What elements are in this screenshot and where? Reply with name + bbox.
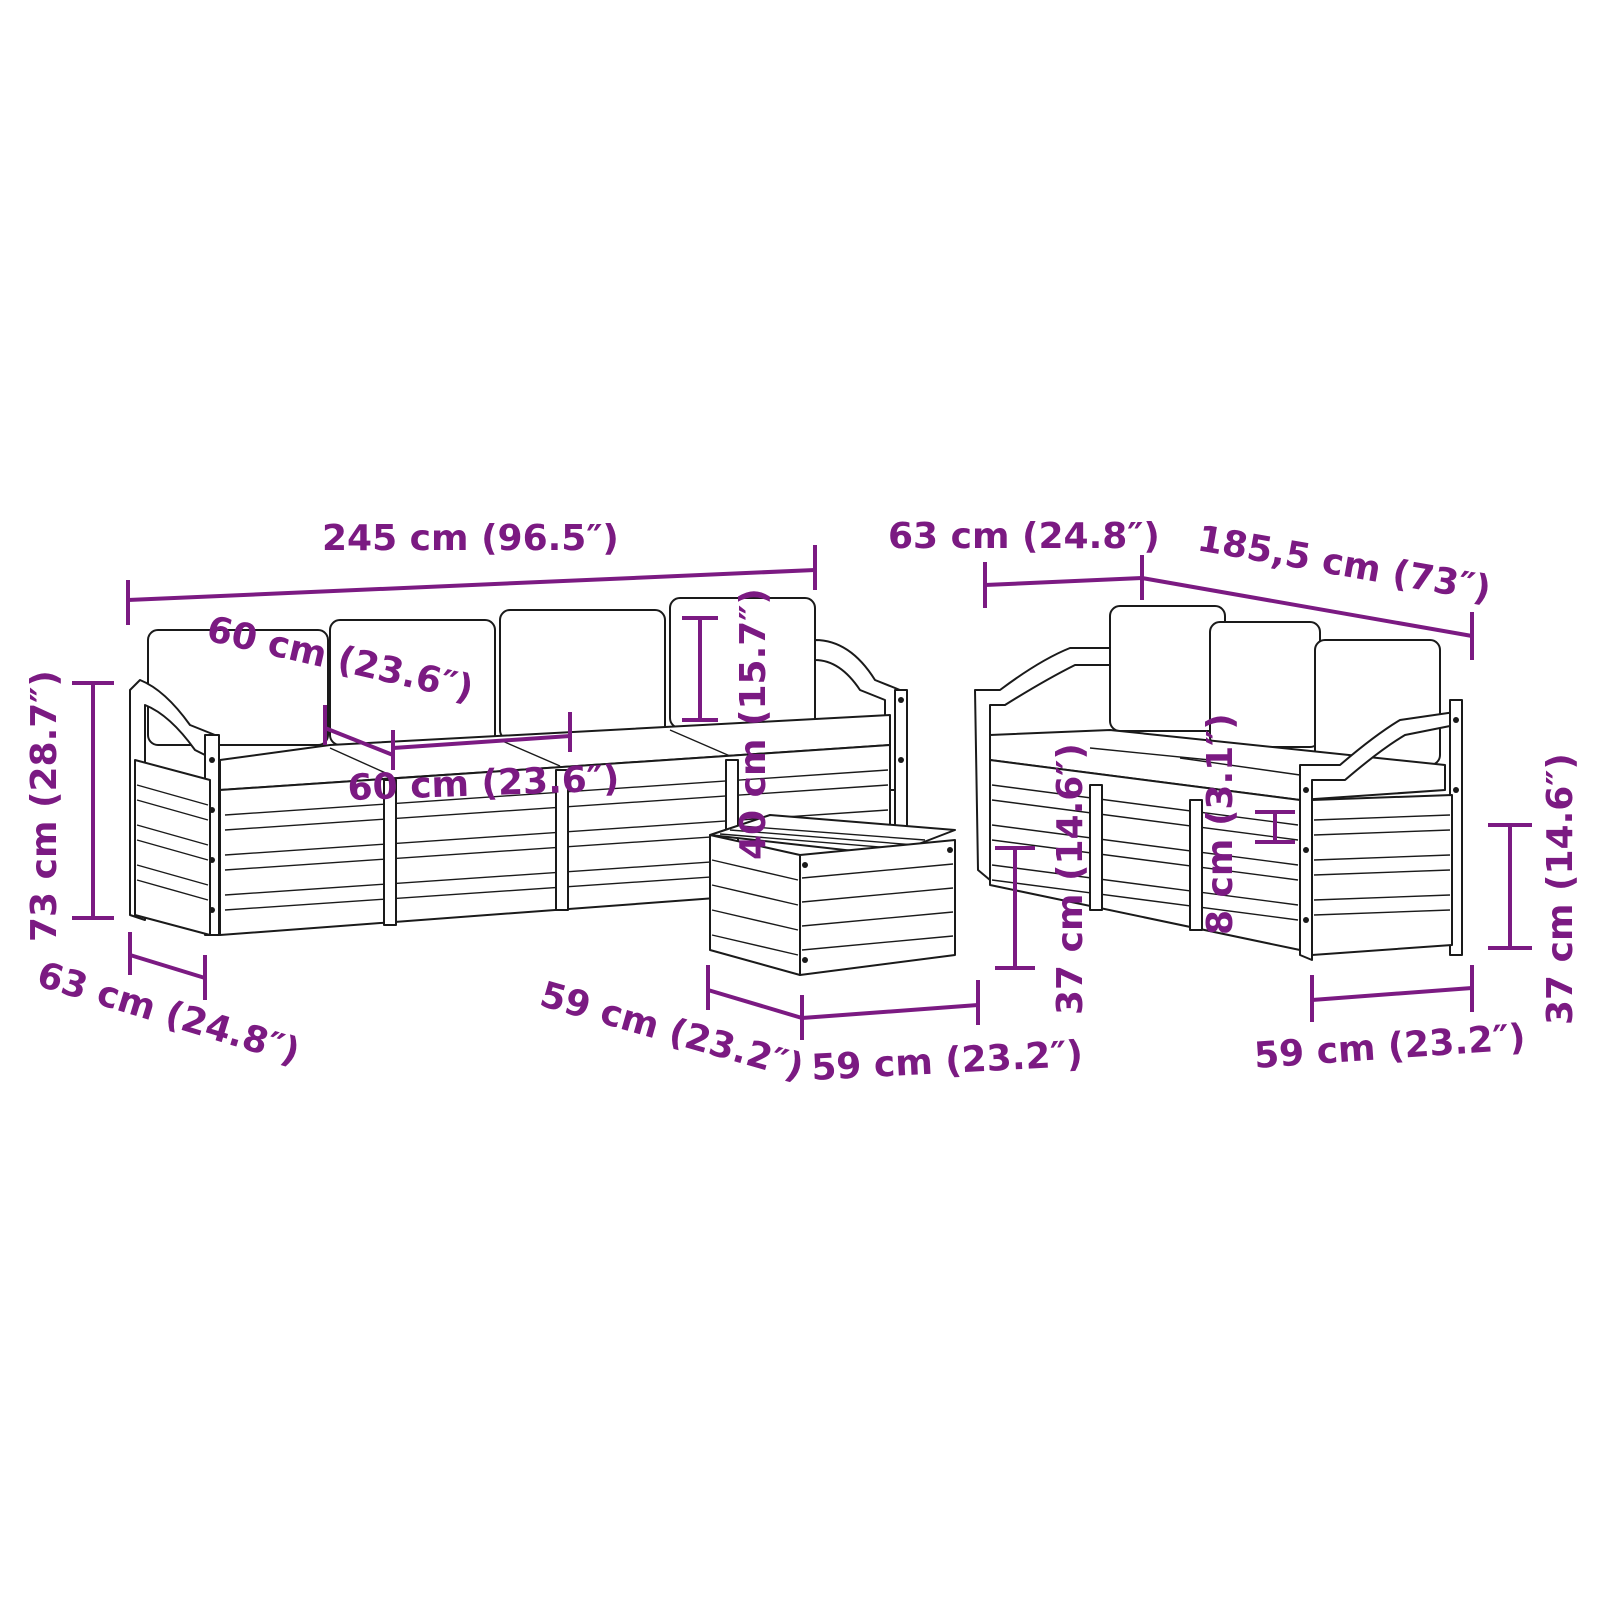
module-divider xyxy=(1089,784,1103,911)
side-slats xyxy=(1313,814,1451,916)
label-right-module-width: 59 cm (23.2″) xyxy=(1253,1017,1527,1077)
dim-line-sofa-depth xyxy=(129,953,206,980)
dim-line-table-depth xyxy=(707,988,803,1020)
back-cushion xyxy=(499,609,666,741)
left-armrest xyxy=(974,647,1111,881)
dim-line-module-width xyxy=(392,734,571,750)
label-total-width: 245 cm (96.5″) xyxy=(322,518,619,559)
front-slats xyxy=(991,784,1299,921)
dim-line-total-width xyxy=(127,568,816,602)
side-slats xyxy=(136,784,209,901)
right-sofa-drawing xyxy=(974,605,1463,961)
table-slats xyxy=(711,859,954,956)
right-armrest xyxy=(1299,711,1456,961)
dim-line-right-sofa-width xyxy=(1141,576,1473,638)
right-armrest xyxy=(814,639,901,791)
table-top-slats xyxy=(719,825,926,850)
dim-line-module-depth xyxy=(324,726,394,757)
label-sofa-depth: 63 cm (24.8″) xyxy=(32,954,304,1073)
dimension-lines xyxy=(72,545,1532,1040)
label-backrest-height: 40 cm (15.7″) xyxy=(733,588,774,860)
label-table-height: 37 cm (14.6″) xyxy=(1050,743,1091,1015)
label-sofa-height: 73 cm (28.7″) xyxy=(24,670,65,942)
label-right-sofa-depth: 63 cm (24.8″) xyxy=(888,516,1160,557)
dim-line-right-module-width xyxy=(1311,986,1473,1002)
label-module-width: 60 cm (23.6″) xyxy=(347,759,620,809)
label-table-width: 59 cm (23.2″) xyxy=(810,1034,1084,1089)
left-side-panel xyxy=(134,759,211,936)
coffee-table-drawing xyxy=(709,814,956,976)
table-front xyxy=(799,839,956,976)
module-divider xyxy=(383,779,397,926)
module-divider xyxy=(555,769,569,911)
label-cushion-thickness: 8 cm (3.1″) xyxy=(1200,713,1241,935)
label-table-depth: 59 cm (23.2″) xyxy=(536,974,809,1088)
dim-line-table-width xyxy=(801,1003,979,1020)
back-cushion xyxy=(1109,605,1226,732)
dim-line-right-sofa-depth xyxy=(984,576,1143,587)
label-right-seat-height: 37 cm (14.6″) xyxy=(1540,753,1581,1025)
right-side-panel xyxy=(1311,794,1453,956)
module-divider xyxy=(1189,799,1203,931)
